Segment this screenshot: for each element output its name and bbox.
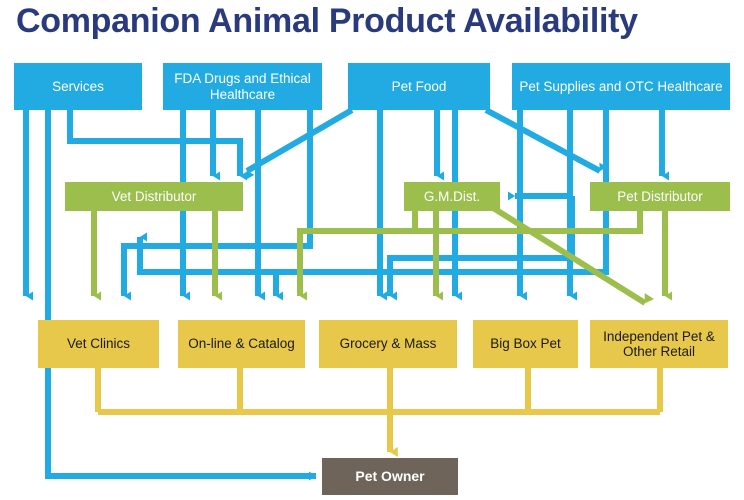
consumer-label-pet-owner: Pet Owner [355, 467, 425, 484]
distributor-label-pet-distributor: Pet Distributor [617, 188, 703, 204]
retail-label-online-catalog: On-line & Catalog [188, 336, 295, 352]
retail-box-grocery-mass[interactable]: Grocery & Mass [319, 320, 457, 368]
retail-label-big-box-pet: Big Box Pet [490, 336, 561, 352]
retail-box-online-catalog[interactable]: On-line & Catalog [178, 320, 305, 368]
retail-box-independent-pet[interactable]: Independent Pet & Other Retail [590, 320, 728, 368]
source-box-fda-drugs[interactable]: FDA Drugs and Ethical Healthcare [163, 63, 322, 110]
distributor-box-vet-distributor[interactable]: Vet Distributor [65, 182, 243, 211]
distributor-label-gm-dist: G.M.Dist. [423, 188, 481, 204]
retail-box-big-box-pet[interactable]: Big Box Pet [473, 320, 578, 368]
source-box-pet-food[interactable]: Pet Food [348, 63, 490, 110]
distributor-box-gm-dist[interactable]: G.M.Dist. [404, 182, 500, 211]
source-label-pet-food: Pet Food [391, 78, 447, 94]
page-title: Companion Animal Product Availability [16, 2, 638, 40]
retail-label-grocery-mass: Grocery & Mass [339, 336, 437, 352]
source-label-pet-supplies: Pet Supplies and OTC Healthcare [519, 78, 723, 94]
source-label-fda-drugs: FDA Drugs and Ethical Healthcare [174, 71, 311, 102]
retail-box-vet-clinics[interactable]: Vet Clinics [38, 320, 159, 368]
retail-label-vet-clinics: Vet Clinics [66, 336, 131, 352]
consumer-box-pet-owner[interactable]: Pet Owner [322, 458, 458, 495]
source-label-services: Services [52, 78, 104, 94]
distributor-box-pet-distributor[interactable]: Pet Distributor [590, 182, 730, 211]
retail-label-independent-pet: Independent Pet & Other Retail [603, 328, 715, 359]
distributor-label-vet-distributor: Vet Distributor [111, 188, 197, 204]
source-box-pet-supplies[interactable]: Pet Supplies and OTC Healthcare [512, 63, 730, 110]
source-box-services[interactable]: Services [14, 63, 142, 110]
